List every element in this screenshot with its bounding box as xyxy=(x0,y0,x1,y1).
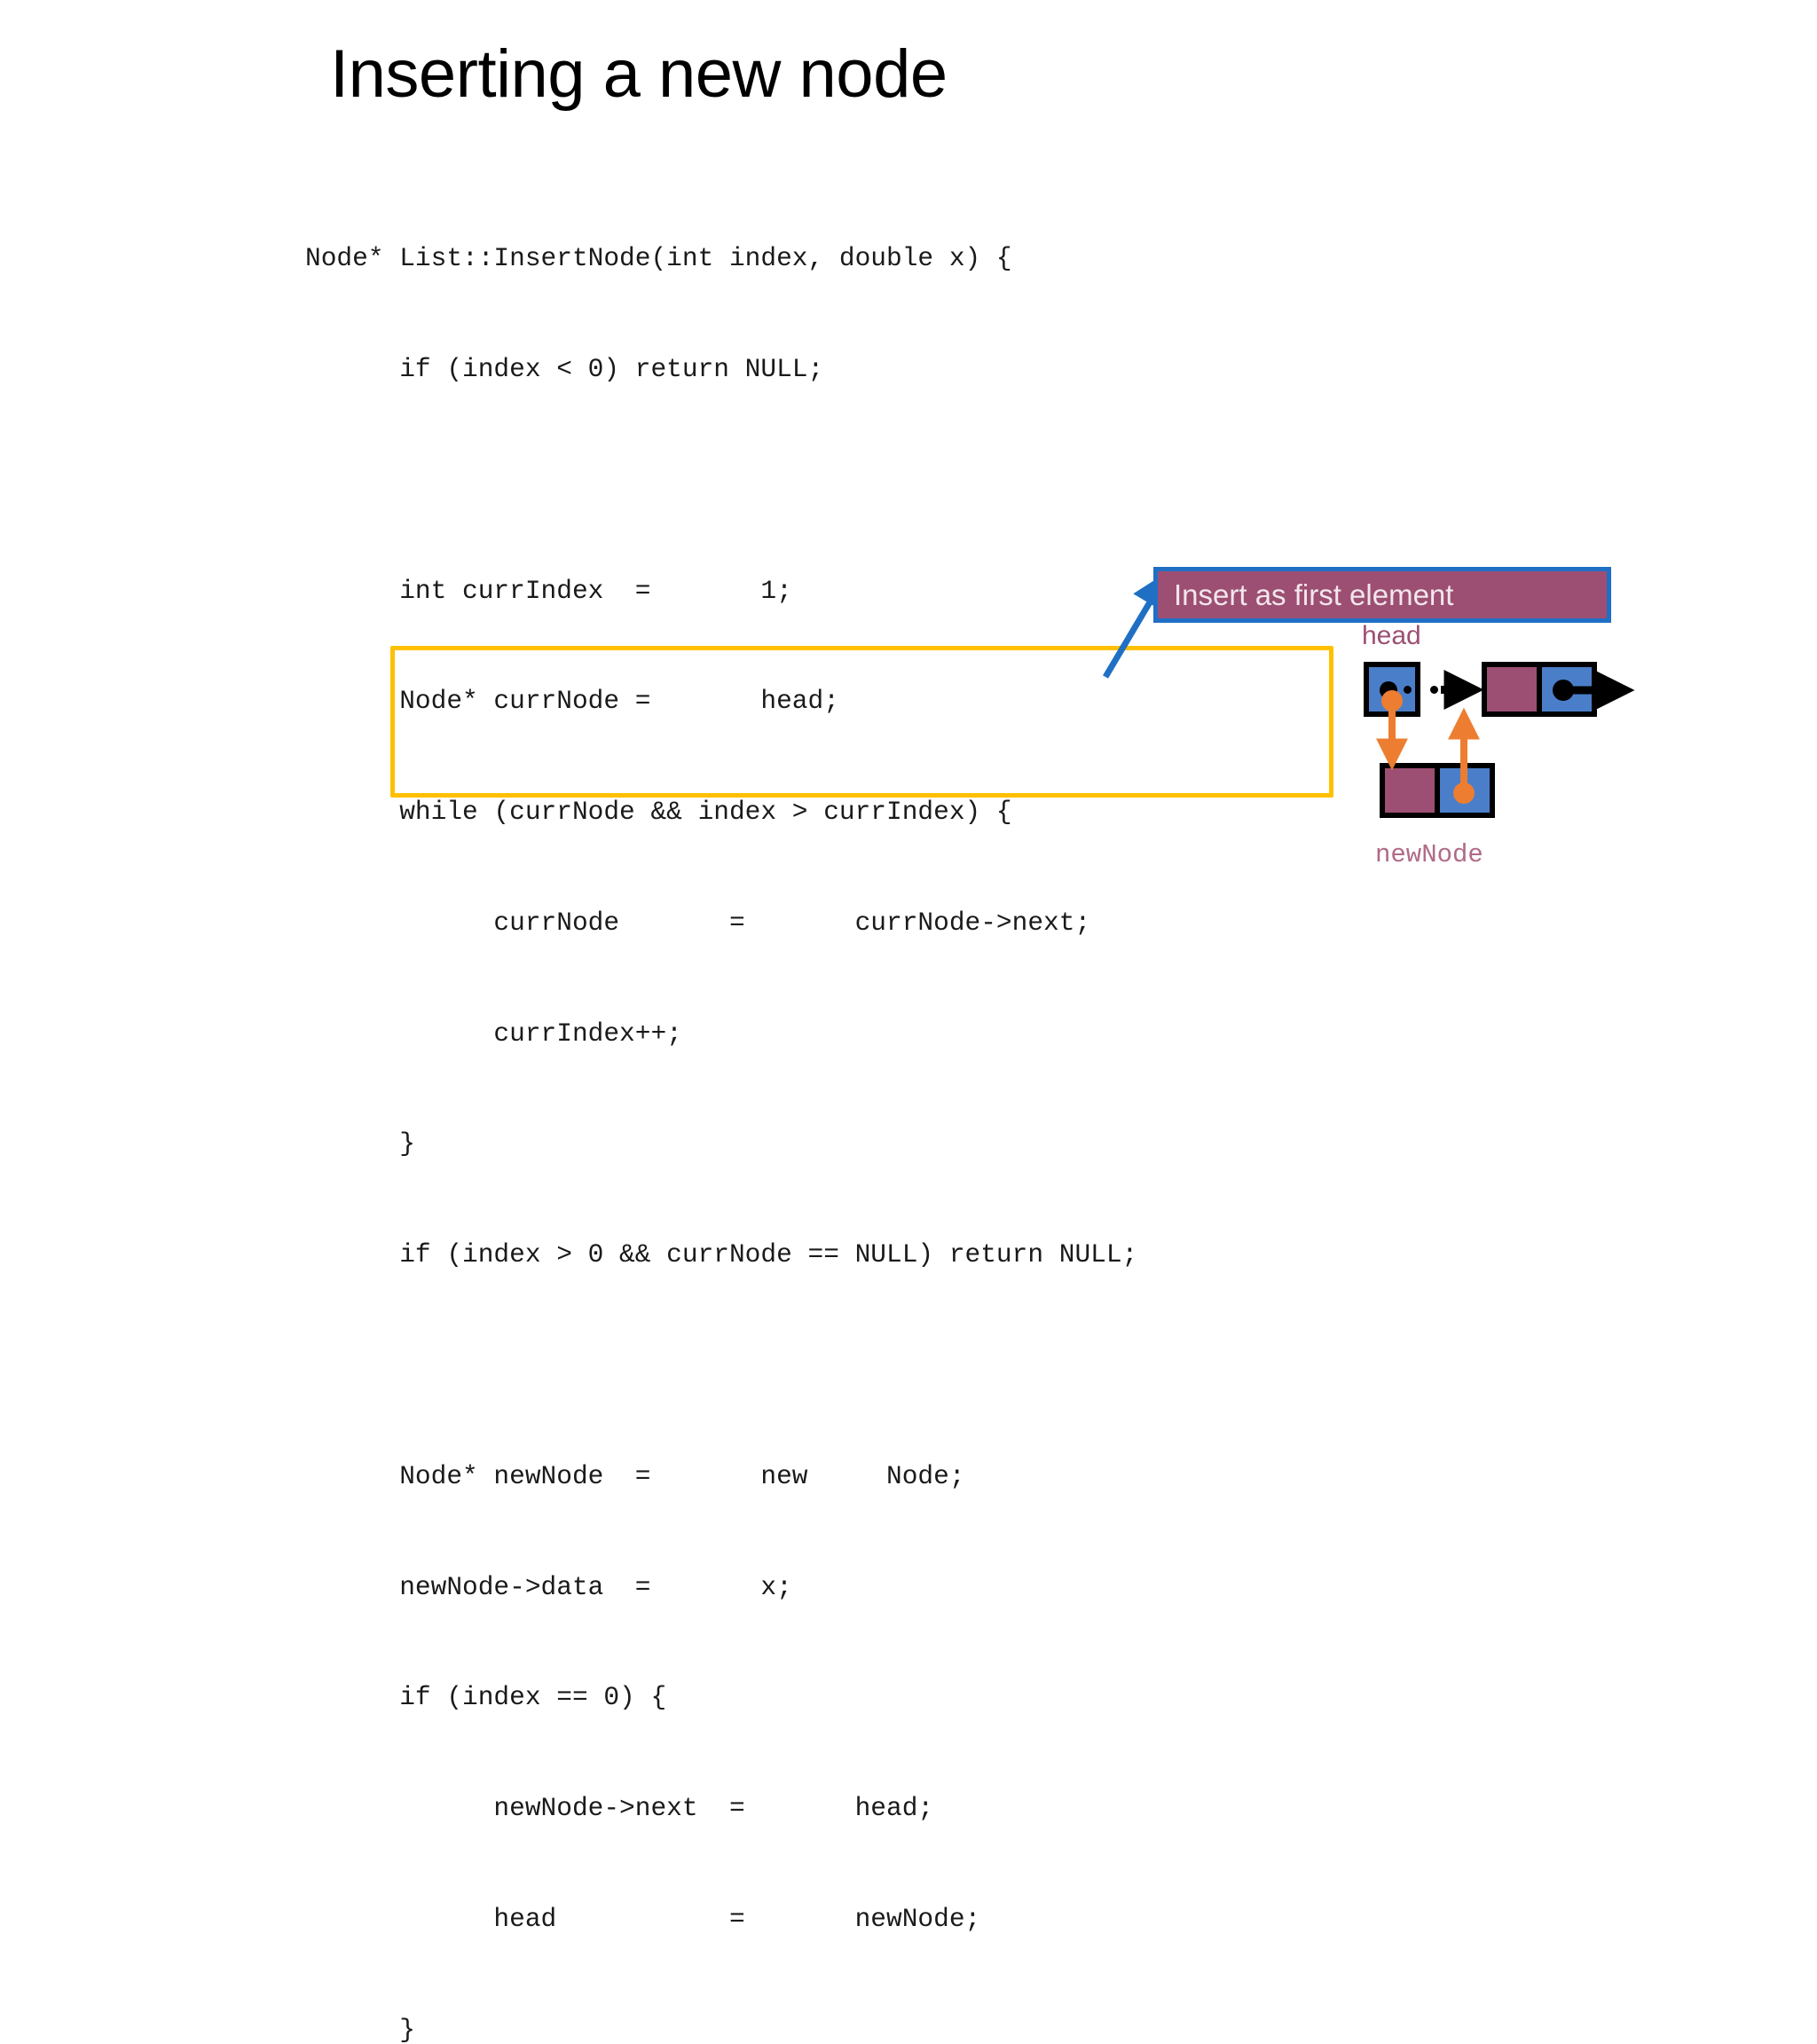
code-line: newNode->data = x; xyxy=(305,1571,792,1602)
code-line: Node* List::InsertNode(int index, double… xyxy=(305,243,1012,274)
code-line: Node* newNode = new Node; xyxy=(305,1460,965,1491)
code-highlight-box xyxy=(390,646,1333,798)
page-title: Inserting a new node xyxy=(330,36,948,112)
code-line: currIndex++; xyxy=(305,1018,682,1049)
code-line: } xyxy=(305,2014,415,2044)
head-link-dot-2 xyxy=(1430,686,1438,694)
code-line xyxy=(305,462,1137,499)
code-line: if (index > 0 && currNode == NULL) retur… xyxy=(305,1239,1138,1270)
head-label: head xyxy=(1362,621,1421,650)
linked-list-diagram: head newNode xyxy=(1349,621,1703,887)
node1-data-cell xyxy=(1482,662,1542,717)
code-line xyxy=(305,1348,1137,1385)
code-line: if (index == 0) { xyxy=(305,1682,667,1713)
code-line: head = newNode; xyxy=(305,1903,981,1934)
code-line: int currIndex = 1; xyxy=(305,575,792,606)
code-line: currNode = currNode->next; xyxy=(305,907,1091,938)
callout-label: Insert as first element xyxy=(1174,578,1454,611)
code-line: Node* currNode = head; xyxy=(305,686,839,717)
code-line: if (index < 0) return NULL; xyxy=(305,353,824,384)
newnode-label: newNode xyxy=(1375,840,1483,869)
code-line: newNode->next = head; xyxy=(305,1793,934,1824)
diagram-arrows xyxy=(1376,670,1635,786)
code-listing: Node* List::InsertNode(int index, double… xyxy=(305,167,1137,2044)
head-reassign-dot xyxy=(1381,690,1403,711)
code-line: while (currNode && index > currIndex) { xyxy=(305,797,1012,828)
callout-arrow-icon xyxy=(1102,570,1168,679)
head-link-dot-1 xyxy=(1404,686,1412,694)
callout-insert-as-first-element[interactable]: Insert as first element xyxy=(1153,567,1611,623)
code-line: } xyxy=(305,1128,415,1160)
